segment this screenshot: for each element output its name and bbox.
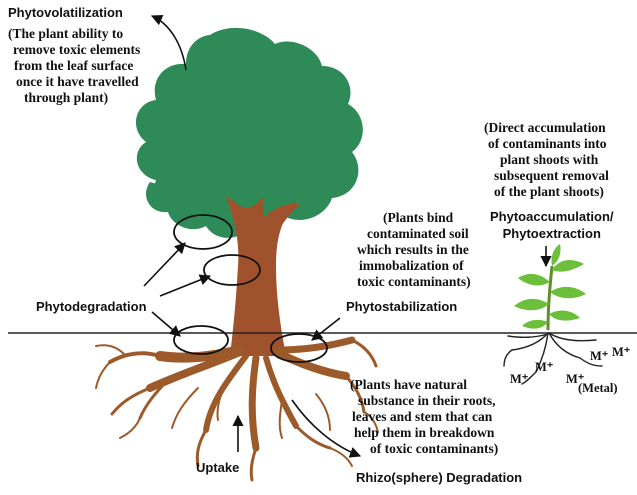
arrow-phytodegradation-2 (159, 274, 212, 297)
note-phytoaccumulation: (Direct accumulation of contaminants int… (484, 120, 609, 200)
note-line: plant shoots with (500, 152, 599, 167)
note-line: toxic contaminants) (357, 274, 471, 289)
note-line: immobalization of (359, 258, 464, 273)
note-line: leaves and stem that can (352, 409, 493, 424)
label-phytoaccumulation: Phytoaccumulation/ Phytoextraction (490, 208, 614, 242)
note-line: (The plant ability to (8, 26, 124, 41)
small-plant-roots (503, 332, 603, 385)
phytodegradation-ellipse-1 (173, 214, 233, 250)
note-line: which results in the (357, 242, 469, 257)
metal-ion: M⁺ (535, 360, 554, 374)
note-line: of contaminants into (488, 136, 607, 151)
note-line: once it have travelled (16, 74, 139, 89)
metal-ion: M⁺ (510, 372, 529, 386)
note-line: (Plants bind (383, 210, 454, 225)
tree-roots (95, 336, 379, 482)
note-line: substance in their roots, (358, 393, 496, 408)
tree-canopy-lobe (146, 182, 246, 238)
arrow-phytodegradation-3 (151, 311, 181, 337)
arrow-phytovolatilization (150, 14, 187, 71)
label-rhizo-degradation: Rhizo(sphere) Degradation (356, 470, 523, 485)
label-phytostabilization: Phytostabilization (346, 299, 458, 314)
phytodegradation-ellipse-3 (173, 325, 229, 355)
note-phytovolatilization: (The plant ability to remove toxic eleme… (8, 26, 140, 106)
metal-ion: M⁺ (566, 372, 585, 386)
note-phytostabilization: (Plants bind contaminated soil which res… (357, 210, 471, 290)
tree-trunk (226, 196, 296, 356)
note-line: contaminated soil (367, 226, 469, 241)
annotation-arrows (143, 14, 552, 458)
arrow-phytodegradation-1 (143, 242, 186, 287)
phytostabilization-ellipse (270, 333, 328, 363)
phytodegradation-ellipse-2 (203, 254, 261, 286)
label-phytoaccumulation-line: Phytoaccumulation/ (490, 209, 614, 224)
label-phytodegradation: Phytodegradation (36, 299, 147, 314)
metal-ion: M⁺ (612, 345, 631, 359)
note-line: help them in breakdown (354, 425, 495, 440)
arrow-phytostabilization (311, 317, 341, 341)
metal-label: (Metal) (578, 381, 618, 395)
note-line: (Plants have natural (350, 377, 468, 392)
label-phytoextraction-line: Phytoextraction (502, 226, 601, 241)
note-line: of the plant shoots) (494, 184, 604, 199)
note-line: subsequent removal (494, 168, 609, 183)
note-line: from the leaf surface (14, 58, 134, 73)
note-line: through plant) (24, 90, 109, 105)
label-phytovolatilization: Phytovolatilization (8, 5, 123, 20)
note-line: of toxic contaminants) (370, 441, 499, 456)
note-rhizo: (Plants have natural substance in their … (350, 377, 498, 457)
label-uptake: Uptake (196, 460, 240, 475)
note-line: remove toxic elements (13, 42, 141, 57)
tree-canopy (135, 27, 363, 230)
note-line: (Direct accumulation (484, 120, 606, 135)
metal-ion: M⁺ (590, 349, 609, 363)
small-plant (514, 244, 586, 331)
arrow-rhizo-degradation (291, 399, 362, 458)
trunk-branch (262, 203, 300, 236)
